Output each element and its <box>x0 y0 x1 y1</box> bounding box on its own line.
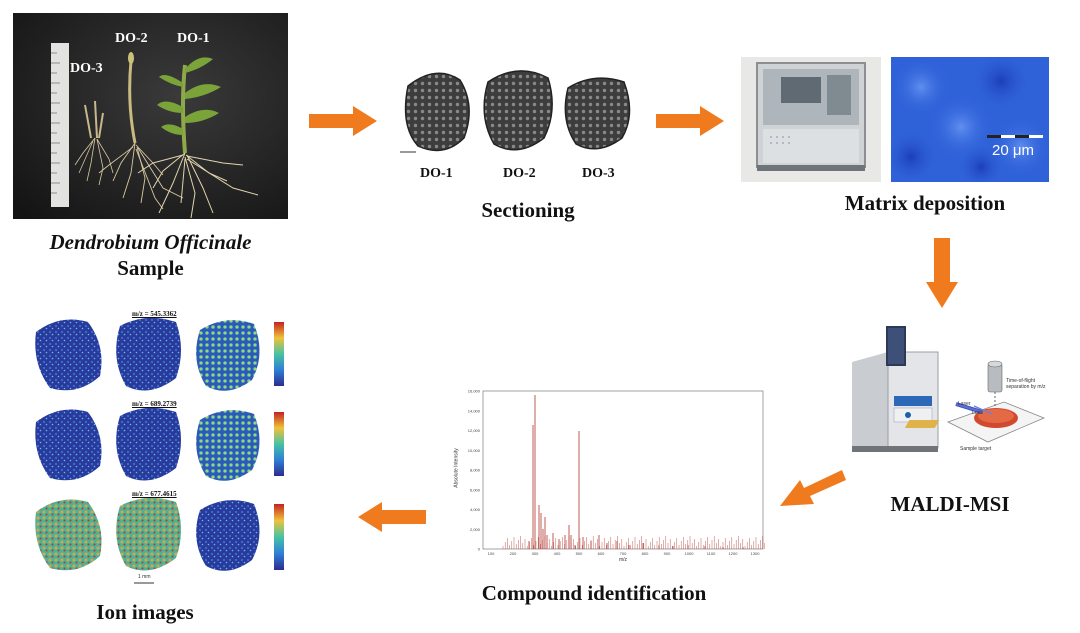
plant-label-do2: DO-2 <box>115 31 148 46</box>
spectrum-xlabel: m/z <box>619 557 628 563</box>
section-slices <box>398 66 648 166</box>
sectioning-title: Sectioning <box>481 198 575 222</box>
maldi-title: MALDI-MSI <box>890 492 1010 516</box>
spectrum-ytick-label: 0 <box>478 547 481 552</box>
matrix-micrograph: 20 μm <box>891 57 1049 182</box>
spectrum-ytick-label: 8,000 <box>470 468 481 473</box>
mass-spectrum: 0 2,000 4,000 6,000 8,000 10,000 12,000 14,000 1… <box>453 385 765 565</box>
arrow-compound-to-ion <box>356 500 428 534</box>
spectrum-xtick-label: 700 <box>620 551 627 556</box>
spectrum-ylabel: Absolute Intensity <box>453 448 460 488</box>
arrow-matrix-to-maldi <box>924 238 960 310</box>
matrix-scale-bar-label: 20 μm <box>992 142 1034 159</box>
maldi-label-lens: Lens <box>972 410 983 416</box>
spectrum-xtick-label: 400 <box>554 551 561 556</box>
spectrum-ytick-label: 6,000 <box>470 487 481 492</box>
ion-mz-label-3: m/z = 677.4615 <box>132 490 177 498</box>
compound-title: Compound identification <box>481 581 707 605</box>
spectrum-xtick-label: 500 <box>576 551 583 556</box>
spectrum-xtick-label: 300 <box>532 551 539 556</box>
spectrum-ytick-label: 14,000 <box>468 408 481 413</box>
slice-label-do2: DO-2 <box>503 166 536 181</box>
spectrum-ytick-label: 2,000 <box>470 527 481 532</box>
ion-scale-label: 1 mm <box>138 574 151 580</box>
plant-label-do3: DO-3 <box>70 61 103 76</box>
spectrum-xtick-label: 1200 <box>729 551 739 556</box>
maldi-instrument: Time-of-flight separation by m/z Laser L… <box>848 322 1048 462</box>
spectrum-xtick-label: 1000 <box>685 551 695 556</box>
sample-title: Sample <box>117 256 184 280</box>
ion-images-grid: m/z = 545.3362 m/z = 689.2739 m/z = 677.… <box>30 306 300 591</box>
maldi-label-laser: Laser <box>958 401 971 407</box>
arrow-maldi-to-compound <box>776 466 846 510</box>
sample-photo: DO-3 DO-2 DO-1 <box>13 13 288 219</box>
plant-label-do1: DO-1 <box>177 31 210 46</box>
spectrum-xtick-label: 800 <box>642 551 649 556</box>
ion-mz-label-2: m/z = 689.2739 <box>132 400 177 408</box>
spectrum-xtick-label: 600 <box>598 551 605 556</box>
slice-label-do1: DO-1 <box>420 166 453 181</box>
maldi-label-tof: Time-of-flight separation by m/z <box>1006 378 1046 390</box>
spectrum-xtick-label: 1300 <box>751 551 761 556</box>
ion-title: Ion images <box>96 600 194 624</box>
matrix-title: Matrix deposition <box>844 191 1006 215</box>
maldi-label-target: Sample target <box>960 446 992 452</box>
arrow-sectioning-to-matrix <box>656 104 726 138</box>
slice-label-do3: DO-3 <box>582 166 615 181</box>
sample-title-italic: Dendrobium Officinale <box>49 230 252 254</box>
spectrum-xtick-label: 200 <box>510 551 517 556</box>
arrow-sample-to-sectioning <box>309 104 379 138</box>
ion-mz-label-1: m/z = 545.3362 <box>132 310 177 318</box>
matrix-instrument-photo <box>741 57 881 182</box>
spectrum-xtick-label: 900 <box>664 551 671 556</box>
spectrum-ytick-label: 10,000 <box>468 448 481 453</box>
spectrum-ytick-label: 4,000 <box>470 507 481 512</box>
spectrum-xtick-label: 1100 <box>707 551 716 556</box>
spectrum-ytick-label: 12,000 <box>468 428 481 433</box>
spectrum-ytick-label: 16,000 <box>468 389 481 394</box>
spectrum-xtick-label: 100 <box>488 551 495 556</box>
